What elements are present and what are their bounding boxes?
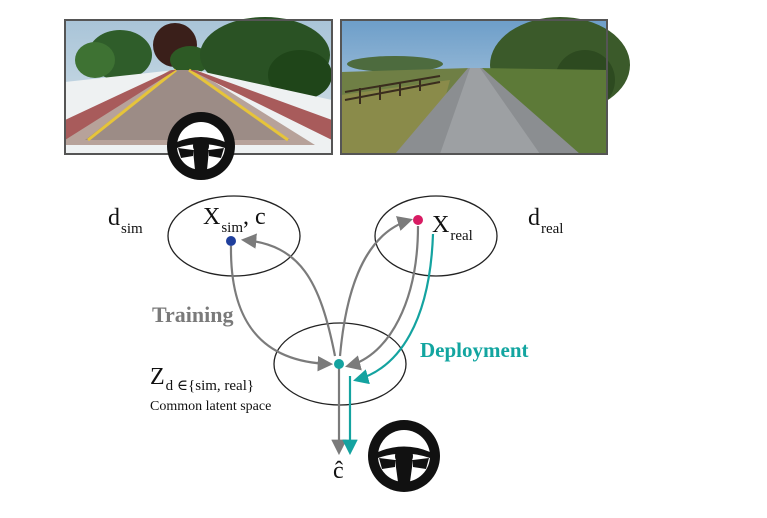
d-real-label: dreal xyxy=(528,205,563,237)
c-hat-output: ĉ xyxy=(333,458,344,484)
training-label: Training xyxy=(152,302,234,327)
latent-space-caption: Common latent space xyxy=(150,399,271,414)
deployment-label: Deployment xyxy=(420,338,529,362)
arrow-latent-to-sim xyxy=(240,233,337,357)
sim-domain-ellipse xyxy=(167,195,301,277)
sim-point xyxy=(226,236,236,246)
x-sim-label: Xsim, c xyxy=(203,204,266,236)
z-label: Zd ∈{sim, real} xyxy=(150,364,254,394)
latent-point xyxy=(334,359,344,369)
x-real-label: Xreal xyxy=(432,212,473,244)
d-sim-label: dsim xyxy=(108,205,143,237)
steering-wheel-icon xyxy=(167,112,235,180)
real-road-image xyxy=(340,17,630,155)
arrow-latent-to-real xyxy=(338,216,413,357)
arrow-sim-to-latent xyxy=(229,245,334,372)
real-point xyxy=(413,215,423,225)
sim-road-image xyxy=(64,17,333,155)
real-domain-ellipse xyxy=(374,195,498,277)
arrow-real-to-latent xyxy=(345,225,420,371)
steering-wheel-icon xyxy=(368,420,440,492)
arrow-real-to-latent-deploy xyxy=(353,233,435,385)
